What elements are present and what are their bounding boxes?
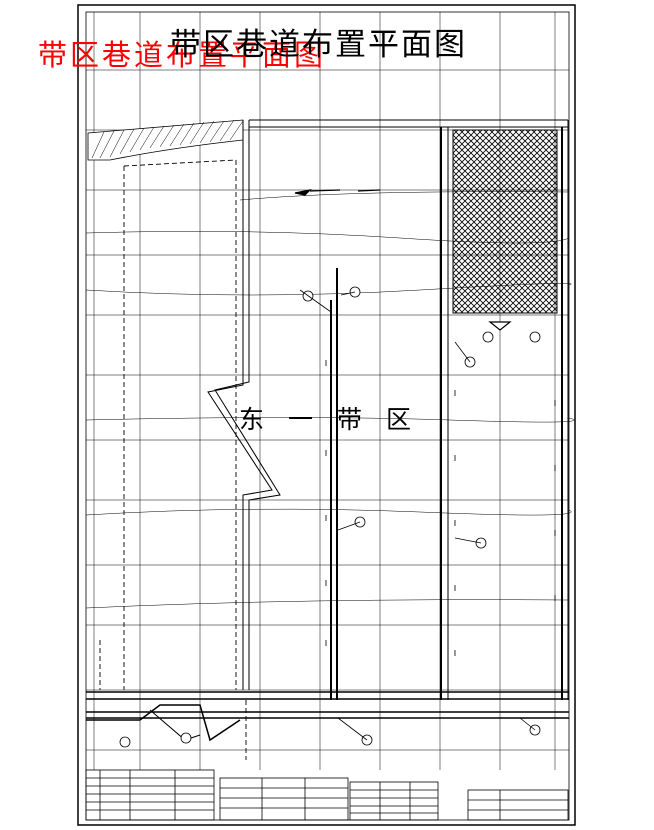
left-panel-boundary — [99, 159, 247, 760]
title-block — [85, 769, 569, 821]
coordinate-grid — [86, 12, 569, 770]
outer-frame — [77, 4, 576, 826]
roadway-ticks — [325, 360, 556, 656]
drawing-title: 带区巷道布置平面图 — [170, 27, 467, 63]
fault-hatch — [87, 119, 244, 161]
zone-label-char: 带 — [337, 405, 363, 434]
overlay-title: 带区巷道布置平面图 — [38, 38, 327, 72]
airflow-arrows — [294, 189, 512, 331]
zone-label-char: 区 — [386, 405, 412, 434]
zone-label-char: 一 — [288, 405, 314, 434]
zone-label-char: 东 — [239, 405, 265, 434]
callout-circles — [119, 286, 541, 748]
zone-label: 东一带区 — [239, 400, 435, 436]
main-roadways — [330, 120, 569, 700]
bottom-main-roadways — [86, 691, 569, 742]
gob-area — [452, 129, 558, 314]
panel-roadway-outline — [207, 119, 568, 690]
